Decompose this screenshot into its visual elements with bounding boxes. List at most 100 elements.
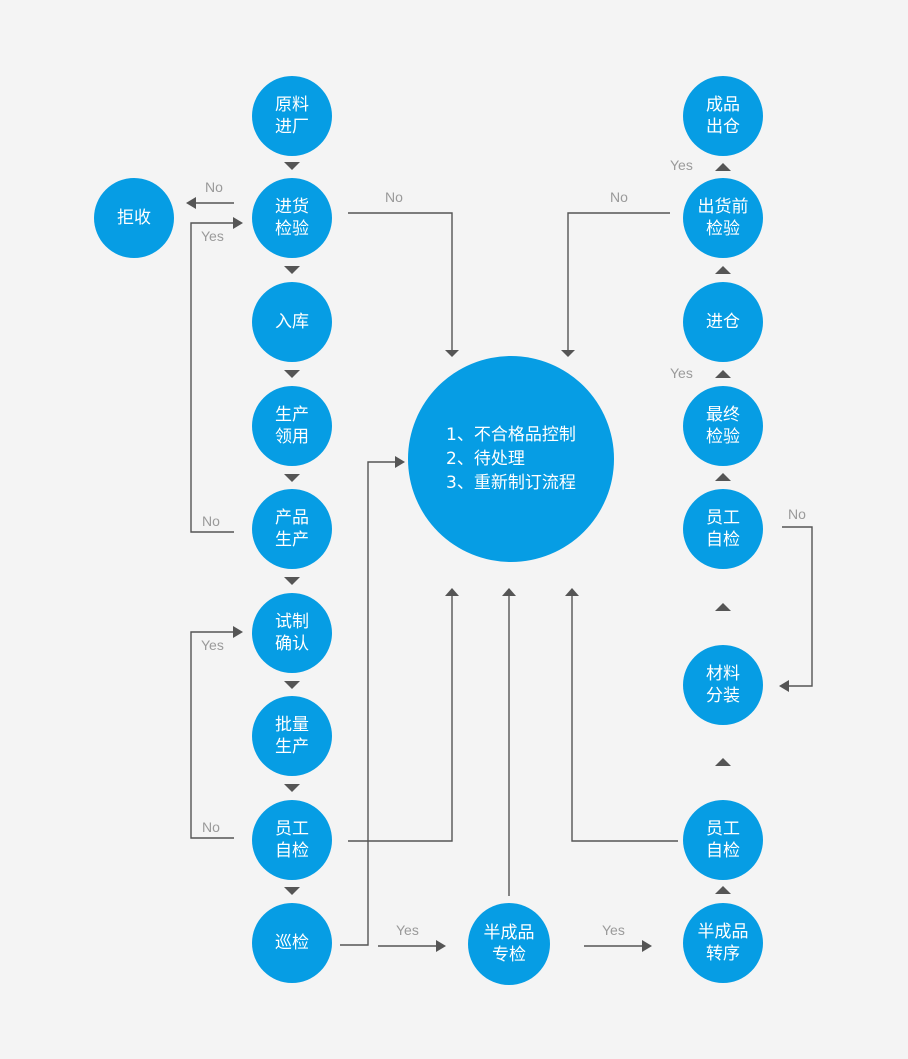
- node-final-inspection-line1: 最终: [706, 405, 740, 425]
- node-enter-warehouse: 进仓: [683, 282, 763, 362]
- line-rightcheck-to-packing: [782, 526, 813, 687]
- node-semi-product-inspection-line2: 专检: [492, 945, 526, 965]
- node-semi-product-inspection: 半成品 专检: [468, 903, 550, 985]
- node-final-inspection-line2: 检验: [706, 427, 740, 447]
- node-warehousing-line1: 入库: [275, 312, 309, 332]
- node-material-packing: 材料 分装: [683, 645, 763, 725]
- flow-arrow-down: [284, 784, 300, 792]
- node-trial-confirmation-line2: 确认: [275, 634, 309, 654]
- line-production-feedback: [190, 222, 236, 533]
- arrow-patrol-to-center: [395, 456, 405, 468]
- arrow-yes-to-trial: [233, 626, 243, 638]
- node-product-production-line1: 产品: [275, 508, 309, 528]
- flow-arrow-down: [284, 266, 300, 274]
- node-raw-material-line1: 原料: [275, 95, 309, 115]
- node-batch-production: 批量 生产: [252, 696, 332, 776]
- node-staff-self-check-right-top-line1: 员工: [706, 508, 740, 528]
- node-semi-product-transfer: 半成品 转序: [683, 903, 763, 983]
- node-raw-material-line2: 进厂: [275, 117, 309, 137]
- line-patrol-to-center: [340, 461, 400, 946]
- flow-arrow-up: [715, 603, 731, 611]
- node-reject: 拒收: [94, 178, 174, 258]
- node-staff-self-check-right-bottom-line2: 自检: [706, 841, 740, 861]
- node-staff-self-check-right-top-line2: 自检: [706, 530, 740, 550]
- node-incoming-inspection: 进货 检验: [252, 178, 332, 258]
- flow-arrow-up: [715, 758, 731, 766]
- flow-arrow-down: [284, 577, 300, 585]
- flow-arrow-up: [715, 886, 731, 894]
- node-production-requisition-line2: 领用: [275, 427, 309, 447]
- flow-arrow-down: [284, 474, 300, 482]
- node-trial-confirmation-line1: 试制: [275, 612, 309, 632]
- node-enter-warehouse-line1: 进仓: [706, 312, 740, 332]
- node-production-requisition-line1: 生产: [275, 405, 309, 425]
- node-product-production-line2: 生产: [275, 530, 309, 550]
- node-nonconforming-line2: 2、待处理: [446, 449, 525, 469]
- node-staff-self-check-left: 员工 自检: [252, 800, 332, 880]
- node-nonconforming-control-lines: 1、不合格品控制 2、待处理 3、重新制订流程: [446, 423, 576, 495]
- label-incoming-to-center-no: No: [385, 189, 403, 205]
- arrow-selfcheck-to-center: [445, 588, 459, 596]
- node-material-packing-line1: 材料: [706, 664, 740, 684]
- node-staff-self-check-left-line2: 自检: [275, 841, 309, 861]
- node-incoming-inspection-line1: 进货: [275, 197, 309, 217]
- arrow-preshipment-to-center: [561, 350, 575, 357]
- node-patrol-inspection: 巡检: [252, 903, 332, 983]
- node-material-packing-line2: 分装: [706, 686, 740, 706]
- node-semi-product-transfer-line1: 半成品: [697, 922, 749, 942]
- arrow-semi-to-transfer: [642, 940, 652, 952]
- line-selfcheck-to-center: [348, 594, 453, 842]
- label-right-self-check-no: No: [788, 506, 806, 522]
- label-production-no: No: [202, 513, 220, 529]
- label-pre-shipment-no: No: [610, 189, 628, 205]
- node-product-production: 产品 生产: [252, 489, 332, 569]
- node-trial-confirmation: 试制 确认: [252, 593, 332, 673]
- node-pre-shipment-inspection: 出货前 检验: [683, 178, 763, 258]
- label-incoming-no: No: [205, 179, 223, 195]
- node-nonconforming-line1: 1、不合格品控制: [446, 425, 576, 445]
- flow-arrow-down: [284, 162, 300, 170]
- arrow-patrol-to-semi: [436, 940, 446, 952]
- label-incoming-yes: Yes: [201, 228, 224, 244]
- label-self-check-no: No: [202, 819, 220, 835]
- line-rightcheck-to-center: [571, 594, 678, 842]
- node-staff-self-check-left-line1: 员工: [275, 819, 309, 839]
- node-batch-production-line1: 批量: [275, 715, 309, 735]
- node-nonconforming-control: 1、不合格品控制 2、待处理 3、重新制订流程: [408, 356, 614, 562]
- node-staff-self-check-right-top: 员工 自检: [683, 489, 763, 569]
- arrow-semi-to-center: [502, 588, 516, 596]
- node-staff-self-check-right-bottom-line1: 员工: [706, 819, 740, 839]
- arrow-rightcheck-to-center: [565, 588, 579, 596]
- node-semi-product-inspection-line1: 半成品: [483, 923, 535, 943]
- flow-arrow-up: [715, 163, 731, 171]
- node-batch-production-line2: 生产: [275, 737, 309, 757]
- node-patrol-inspection-line1: 巡检: [275, 933, 309, 953]
- node-finished-goods-out: 成品 出仓: [683, 76, 763, 156]
- node-raw-material: 原料 进厂: [252, 76, 332, 156]
- flow-arrow-down: [284, 887, 300, 895]
- node-finished-goods-out-line1: 成品: [706, 95, 740, 115]
- node-reject-line1: 拒收: [117, 208, 151, 228]
- flow-arrow-up: [715, 266, 731, 274]
- flow-arrow-down: [284, 370, 300, 378]
- line-preshipment-to-center: [567, 212, 670, 352]
- arrow-incoming-to-center: [445, 350, 459, 357]
- label-trial-yes: Yes: [201, 637, 224, 653]
- node-pre-shipment-inspection-line1: 出货前: [697, 197, 749, 217]
- line-incoming-to-center: [348, 212, 453, 352]
- label-patrol-yes: Yes: [396, 922, 419, 938]
- label-semi-yes: Yes: [602, 922, 625, 938]
- label-pre-shipment-yes: Yes: [670, 157, 693, 173]
- label-final-yes: Yes: [670, 365, 693, 381]
- node-finished-goods-out-line2: 出仓: [706, 117, 740, 137]
- node-warehousing: 入库: [252, 282, 332, 362]
- arrow-to-packing: [779, 680, 789, 692]
- node-semi-product-transfer-line2: 转序: [706, 944, 740, 964]
- arrow-to-reject: [186, 197, 196, 209]
- node-pre-shipment-inspection-line2: 检验: [706, 219, 740, 239]
- flow-arrow-up: [715, 473, 731, 481]
- arrow-yes-to-incoming: [233, 217, 243, 229]
- node-final-inspection: 最终 检验: [683, 386, 763, 466]
